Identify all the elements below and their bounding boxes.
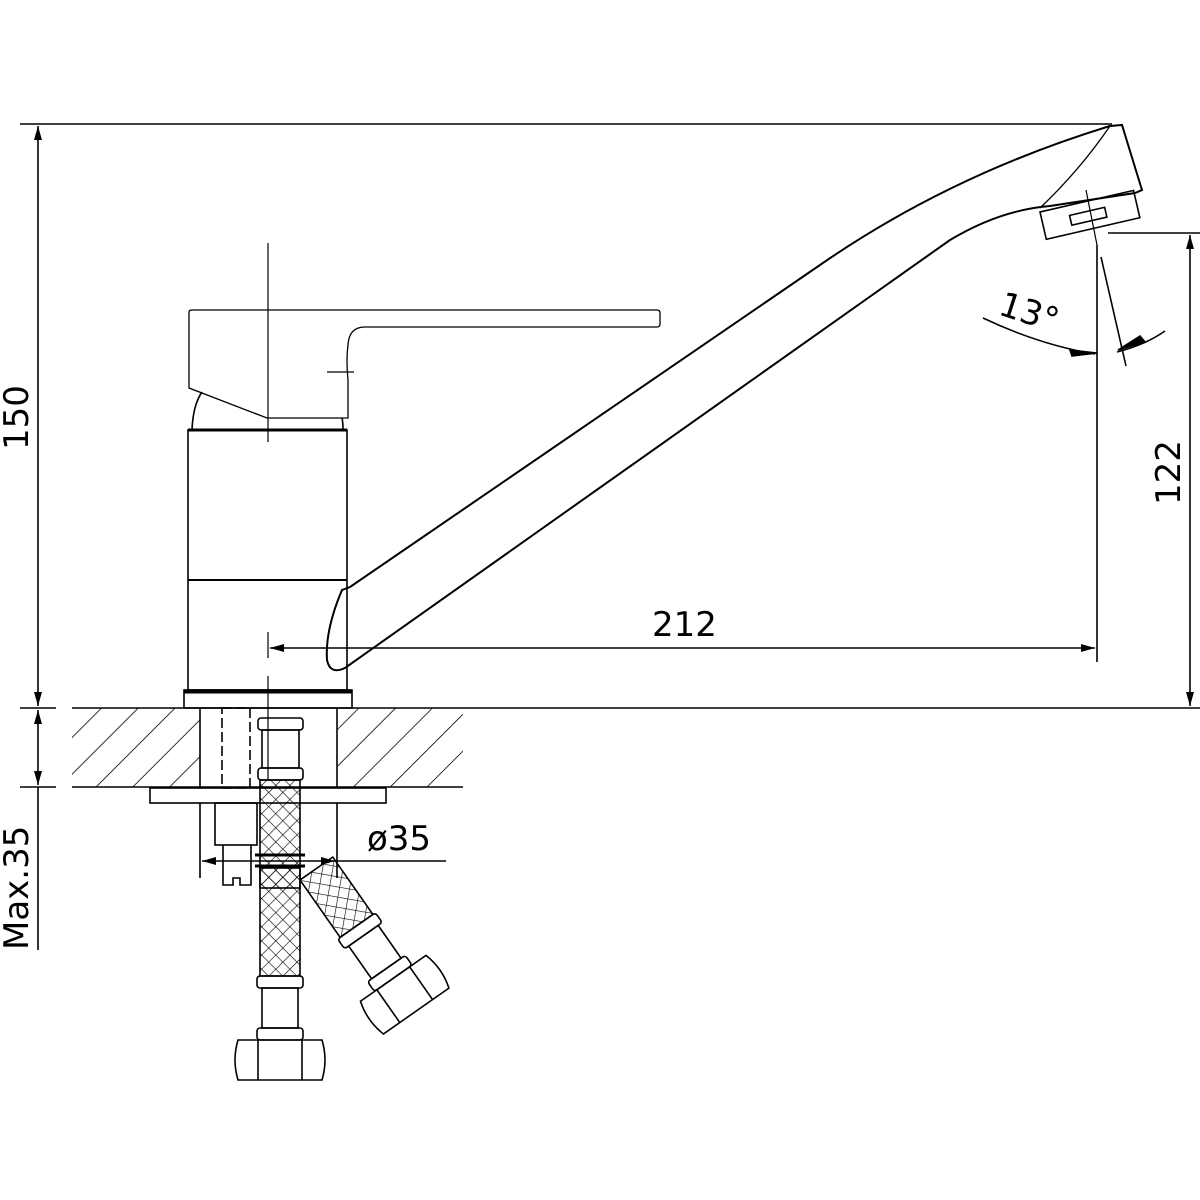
cartridge-dome <box>191 391 203 431</box>
total-height-label: 150 <box>0 385 37 450</box>
lever-handle <box>188 309 661 419</box>
stud-end <box>222 845 252 886</box>
spout-height-label: 122 <box>1149 440 1189 505</box>
hole-diameter-label: ø35 <box>367 819 431 859</box>
aerator <box>1039 189 1141 241</box>
countertop-section-left <box>72 708 200 787</box>
reach-label: 212 <box>652 605 717 645</box>
hose-fitting-upper <box>257 717 304 731</box>
braided-hose-angled <box>298 855 450 1036</box>
spout <box>325 123 1144 672</box>
nut <box>214 802 258 846</box>
hose-ferrule-straight <box>256 975 304 989</box>
hex-nut-straight <box>234 1039 326 1081</box>
angle-line <box>1100 256 1127 367</box>
countertop-section-right <box>337 708 463 787</box>
angle-label: 13° <box>994 285 1064 342</box>
max-counter-label: Max.35 <box>0 826 37 950</box>
threaded-rod <box>221 707 251 789</box>
spout-axis-line <box>1085 189 1098 246</box>
